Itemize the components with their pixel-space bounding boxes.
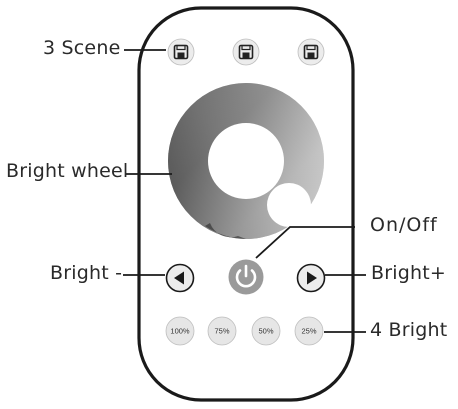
- preset-label-50: 50%: [258, 327, 273, 336]
- preset-button-75[interactable]: 75%: [207, 316, 237, 346]
- label-scene: 3 Scene: [43, 37, 121, 59]
- bright-plus-button[interactable]: [296, 263, 326, 293]
- triangle-right-icon: [307, 271, 317, 285]
- bright-minus-button[interactable]: [165, 263, 195, 293]
- save-icon: [303, 44, 319, 60]
- label-bright-wheel: Bright wheel: [6, 160, 129, 182]
- power-button[interactable]: [228, 259, 264, 295]
- wheel-center: [208, 123, 284, 199]
- scene-button-3[interactable]: [297, 38, 325, 66]
- scene-button-2[interactable]: [232, 38, 260, 66]
- label-bright-minus: Bright -: [50, 262, 123, 284]
- power-icon: [235, 264, 257, 288]
- preset-button-25[interactable]: 25%: [294, 316, 324, 346]
- wheel-light-end: [267, 183, 311, 227]
- save-icon: [173, 44, 189, 60]
- label-four-bright: 4 Bright: [370, 319, 448, 341]
- preset-button-50[interactable]: 50%: [251, 316, 281, 346]
- scene-button-1[interactable]: [167, 38, 195, 66]
- label-bright-plus: Bright+: [371, 262, 446, 284]
- preset-label-75: 75%: [214, 327, 229, 336]
- label-on-off: On/Off: [370, 214, 438, 236]
- triangle-left-icon: [174, 271, 184, 285]
- bright-wheel[interactable]: [168, 83, 324, 239]
- preset-label-100: 100%: [170, 327, 190, 336]
- preset-label-25: 25%: [301, 327, 316, 336]
- preset-button-100[interactable]: 100%: [165, 316, 195, 346]
- save-icon: [238, 44, 254, 60]
- leader-onoff: [255, 226, 355, 259]
- leader-lines: [123, 49, 366, 333]
